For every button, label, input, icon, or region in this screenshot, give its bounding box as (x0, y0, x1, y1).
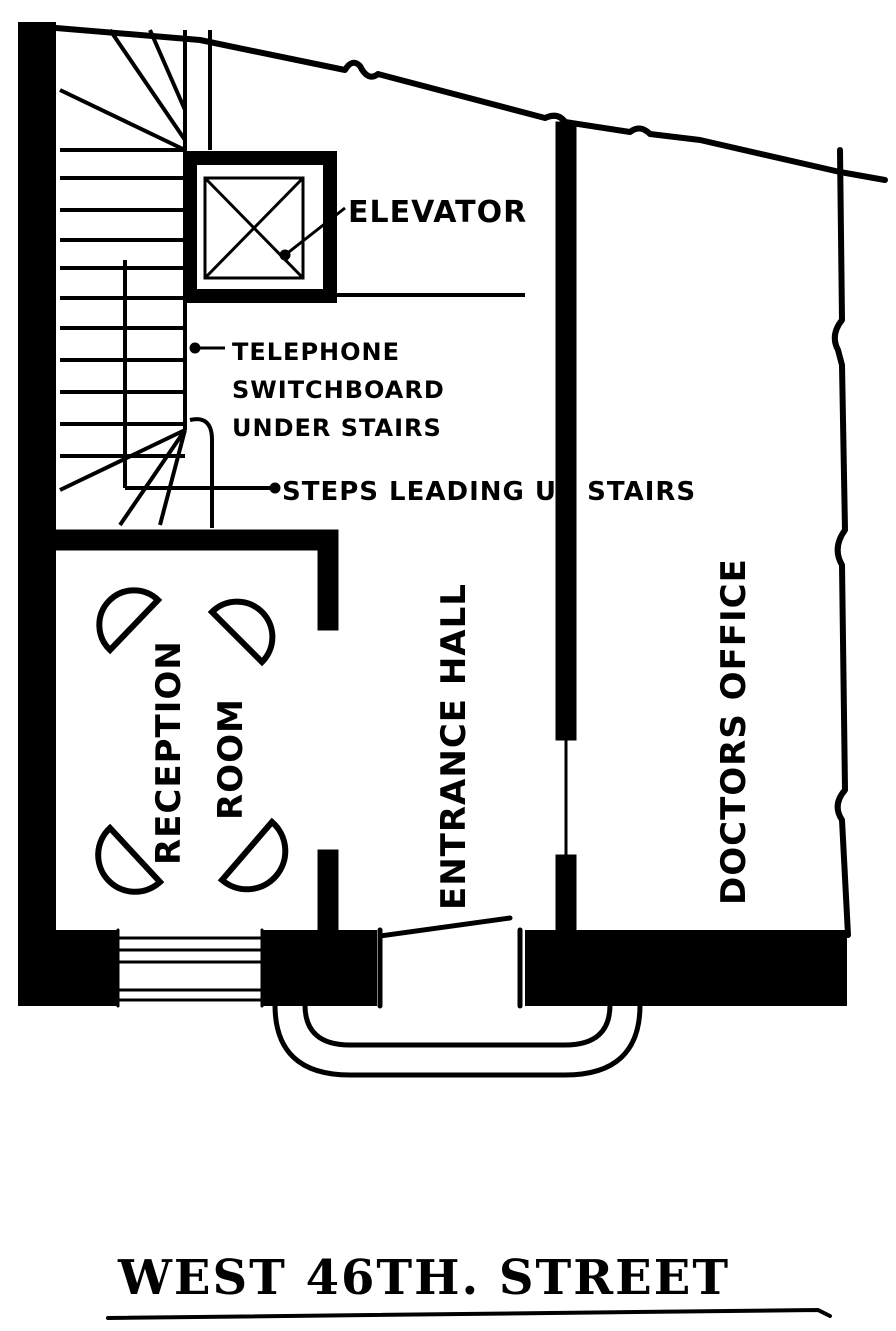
elevator-shaft (183, 151, 525, 303)
telephone-label-line2: SWITCHBOARD (232, 376, 445, 404)
entrance-hall-label: ENTRANCE HALL (434, 583, 474, 910)
chair-2 (207, 598, 276, 667)
entrance-door (377, 915, 523, 1009)
street-name: WEST 46TH. STREET (117, 1250, 730, 1306)
reception-top-wall (55, 529, 339, 551)
doctors-office-label: DOCTORS OFFICE (714, 558, 754, 905)
front-window (116, 928, 264, 1008)
leader-lines (189, 206, 346, 494)
bottom-wall-left (18, 930, 118, 1006)
front-steps (272, 1002, 643, 1078)
reception-side-wall (317, 529, 339, 631)
telephone-label-line3: UNDER STAIRS (232, 414, 442, 442)
office-wall-upper (555, 121, 577, 741)
left-wall (18, 22, 56, 1004)
street-underline (106, 1307, 832, 1320)
chair-4 (217, 817, 289, 893)
right-wall (831, 147, 851, 938)
bottom-wall-right (525, 930, 847, 1006)
chair-1 (96, 587, 163, 655)
reception-label: RECEPTION (149, 640, 189, 865)
interior-walls (55, 121, 577, 935)
telephone-label-line1: TELEPHONE (232, 338, 400, 366)
outer-walls (18, 22, 888, 1078)
reception-chairs (95, 587, 289, 895)
elevator-label: ELEVATOR (348, 195, 527, 230)
reception-door-jamb (317, 849, 339, 935)
top-wall (53, 25, 888, 183)
staircase (59, 28, 275, 528)
office-wall-lower (555, 854, 577, 934)
bottom-wall-mid (262, 930, 377, 1006)
steps-label: STEPS LEADING UP STAIRS (282, 477, 696, 507)
chair-3 (95, 823, 165, 895)
room-label: ROOM (211, 698, 251, 820)
